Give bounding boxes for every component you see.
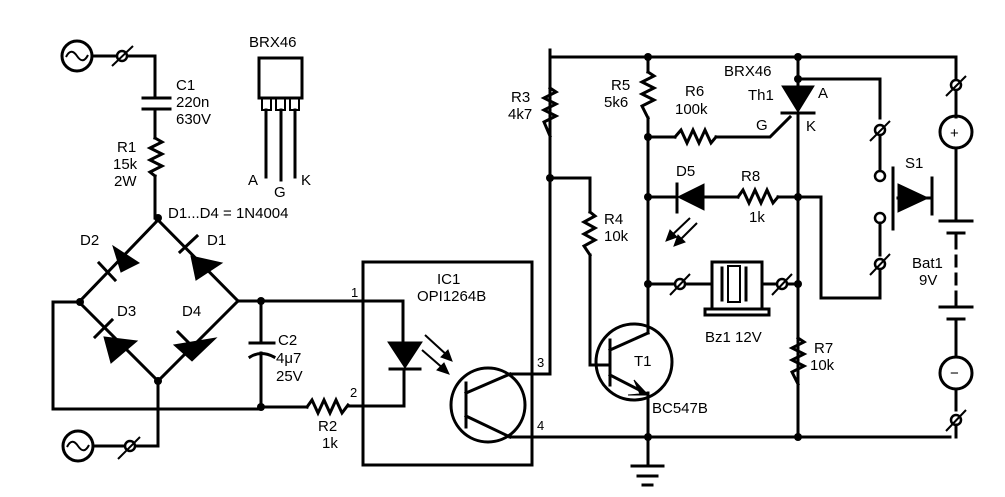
resistor-r1 <box>146 135 166 179</box>
th1-k: K <box>806 118 816 135</box>
r8-name: R8 <box>741 168 760 185</box>
terminal-s1-top <box>869 120 891 142</box>
r3-name: R3 <box>511 89 530 106</box>
ic1-pin2: 2 <box>350 385 357 400</box>
terminal-battery-bottom <box>945 409 967 432</box>
r7-name: R7 <box>814 340 833 357</box>
th1-name: Th1 <box>748 87 774 104</box>
ic1-light-arrows <box>421 334 453 375</box>
wire <box>796 77 882 120</box>
r2-value: 1k <box>322 435 338 452</box>
ic1-part: OPI1264B <box>417 288 486 305</box>
led-d5-arrows <box>665 217 698 247</box>
c2-rating: 25V <box>276 368 303 385</box>
r4-value: 10k <box>604 228 629 245</box>
buzzer-bz1 <box>703 260 771 317</box>
diode-d4 <box>172 329 218 362</box>
terminal-top <box>111 45 134 67</box>
diode-d2 <box>96 244 141 283</box>
r1-value: 15k <box>113 156 138 173</box>
r1-name: R1 <box>117 139 136 156</box>
wire <box>129 379 160 448</box>
ground-icon <box>630 456 665 487</box>
led-d5 <box>675 182 705 214</box>
terminal-bz-right <box>771 273 793 296</box>
wire <box>548 176 592 214</box>
th1-part: BRX46 <box>724 63 772 80</box>
pinout-k: K <box>301 172 311 189</box>
ic1-phototransistor <box>449 366 527 444</box>
diode-d1 <box>177 233 224 281</box>
d3-label: D3 <box>117 303 136 320</box>
terminal-bottom <box>117 436 141 460</box>
r1-rating: 2W <box>114 173 137 190</box>
r2-name: R2 <box>318 418 337 435</box>
d2-label: D2 <box>80 232 99 249</box>
wire <box>714 114 793 139</box>
brx46-package <box>257 56 304 182</box>
resistor-r6 <box>672 126 719 147</box>
resistor-r3 <box>540 85 560 138</box>
r4-name: R4 <box>604 211 623 228</box>
th1-a: A <box>818 85 828 102</box>
c2-value: 4μ7 <box>276 350 301 367</box>
ic1-box <box>361 260 534 467</box>
t1-part: BC547B <box>652 400 708 417</box>
thyristor-th1 <box>780 85 816 115</box>
capacitor-c1 <box>141 96 172 111</box>
ic1-pin1: 1 <box>351 285 358 300</box>
battery-minus-sign: − <box>950 365 959 382</box>
bz1-label: Bz1 12V <box>705 329 762 346</box>
transistor-t1[interactable] <box>594 322 674 402</box>
brx46-pinout-title: BRX46 <box>249 34 297 51</box>
terminal-bz-left <box>669 273 691 296</box>
r6-value: 100k <box>675 101 708 118</box>
resistor-r4 <box>580 209 599 258</box>
r8-value: 1k <box>749 209 765 226</box>
battery-plus-sign: + <box>950 125 959 142</box>
supply-rail <box>548 55 958 87</box>
junction <box>794 433 802 441</box>
resistor-r2 <box>304 396 351 417</box>
d5-label: D5 <box>676 163 695 180</box>
th1-g: G <box>756 117 768 134</box>
r3-value: 4k7 <box>508 106 532 123</box>
ic1-pin3: 3 <box>537 355 544 370</box>
junction <box>794 193 802 201</box>
r5-name: R5 <box>611 77 630 94</box>
bat1-name: Bat1 <box>912 255 943 272</box>
resistor-r8 <box>735 186 781 207</box>
c1-value: 220n <box>176 94 209 111</box>
pinout-a: A <box>248 172 258 189</box>
pinout-g: G <box>274 184 286 201</box>
bat1-value: 9V <box>919 272 937 289</box>
ac-source-top <box>60 39 157 73</box>
wire <box>361 367 406 408</box>
junction <box>644 433 652 441</box>
c1-name: C1 <box>176 77 195 94</box>
d1-label: D1 <box>207 232 226 249</box>
pushbutton-s1[interactable] <box>873 166 934 231</box>
wire <box>588 253 607 367</box>
ic1-led <box>387 341 423 371</box>
resistor-r5 <box>638 69 658 121</box>
c1-rating: 630V <box>176 111 211 128</box>
t1-name: T1 <box>634 353 652 370</box>
resistor-r7 <box>788 335 808 387</box>
r5-value: 5k6 <box>604 94 628 111</box>
junction <box>794 280 802 288</box>
r6-name: R6 <box>685 83 704 100</box>
ic1-pin4: 4 <box>537 418 544 433</box>
s1-label: S1 <box>905 155 923 172</box>
diode-d3 <box>92 317 139 364</box>
terminal-s1-bottom <box>869 253 891 276</box>
r7-value: 10k <box>810 357 835 374</box>
diode-note: D1...D4 = 1N4004 <box>168 205 289 222</box>
wire <box>796 195 882 300</box>
ic1-name: IC1 <box>437 271 460 288</box>
d4-label: D4 <box>182 303 201 320</box>
wire <box>361 299 405 344</box>
battery-bat1 <box>938 219 974 321</box>
c2-name: C2 <box>278 332 297 349</box>
